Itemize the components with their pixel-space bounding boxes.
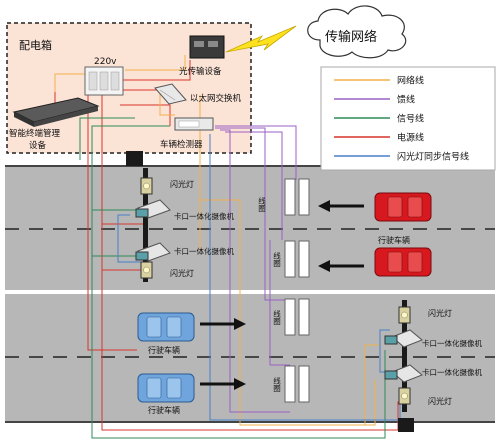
camera-label-left-bottom: 卡口一体化摄像机 xyxy=(174,246,234,256)
terminal-label-line1: 智能终端管理 xyxy=(9,128,61,139)
flash-label-right-top: 闪光灯 xyxy=(428,308,452,318)
cloud-icon xyxy=(307,5,407,59)
optical-transmission-device xyxy=(189,35,225,59)
arrow-left-bottom xyxy=(318,260,364,272)
power-label: 220v xyxy=(94,57,117,67)
lightning-bolt-icon xyxy=(225,25,297,53)
camera-label-right-top: 卡口一体化摄像机 xyxy=(422,338,482,348)
left-pole xyxy=(126,151,148,282)
legend-label-3: 信号线 xyxy=(397,113,424,125)
box-title: 配电箱 xyxy=(19,38,52,52)
red-car-bottom xyxy=(374,247,432,277)
terminal-label-line2: 设备 xyxy=(29,140,47,151)
network-label: 传输网络 xyxy=(325,29,377,45)
flash-lamp-left-bottom xyxy=(140,261,153,279)
coil-pair-2 xyxy=(284,240,310,278)
camera-label-left-top: 卡口一体化摄像机 xyxy=(174,211,234,221)
camera-right-bottom xyxy=(384,364,423,383)
switch-label: 以太网交换机 xyxy=(190,93,242,104)
blue-car-bottom xyxy=(137,373,195,403)
flash-lamp-right-bottom xyxy=(398,387,411,405)
arrow-right-bottom xyxy=(200,378,246,390)
coil-label-1: 线圈 xyxy=(257,196,266,214)
flash-lamp-right-top xyxy=(398,306,411,324)
blue-car-top xyxy=(137,312,195,342)
legend-label-2: 馈线 xyxy=(397,94,415,106)
flash-label-right-bottom: 闪光灯 xyxy=(428,396,452,406)
flash-lamp-left-top xyxy=(140,177,153,195)
coil-label-3: 线圈 xyxy=(272,309,281,327)
driving-label-left-bottom: 行驶车辆 xyxy=(148,405,180,415)
ethernet-switch xyxy=(154,83,187,105)
terminal-management-device xyxy=(12,97,100,127)
camera-left-bottom xyxy=(135,242,171,262)
camera-left-top xyxy=(135,199,171,219)
driving-label-left-top: 行驶车辆 xyxy=(148,345,180,355)
coil-pair-1 xyxy=(284,178,310,216)
camera-right-top xyxy=(384,329,423,348)
coil-pair-4 xyxy=(284,365,310,403)
red-car-top xyxy=(374,192,432,222)
flash-label-left-bottom: 闪光灯 xyxy=(170,268,194,278)
optical-label: 光传输设备 xyxy=(179,66,222,77)
coil-pair-3 xyxy=(284,298,310,336)
detector-label: 车辆检测器 xyxy=(160,139,203,150)
legend-label-1: 网络线 xyxy=(397,75,424,87)
vehicle-detector xyxy=(174,117,214,131)
camera-label-right-bottom: 卡口一体化摄像机 xyxy=(422,367,482,377)
arrow-right-top xyxy=(200,318,246,330)
flash-label-left-top: 闪光灯 xyxy=(170,179,194,189)
legend-label-5: 闪光灯同步信号线 xyxy=(397,151,469,163)
coil-label-2: 线圈 xyxy=(272,251,281,268)
coil-label-4: 线圈 xyxy=(272,376,281,394)
arrow-left-top xyxy=(318,200,364,212)
power-unit xyxy=(84,66,124,96)
legend-label-4: 电源线 xyxy=(397,132,424,144)
driving-label-right: 行驶车辆 xyxy=(378,235,410,245)
right-pole xyxy=(398,300,414,432)
